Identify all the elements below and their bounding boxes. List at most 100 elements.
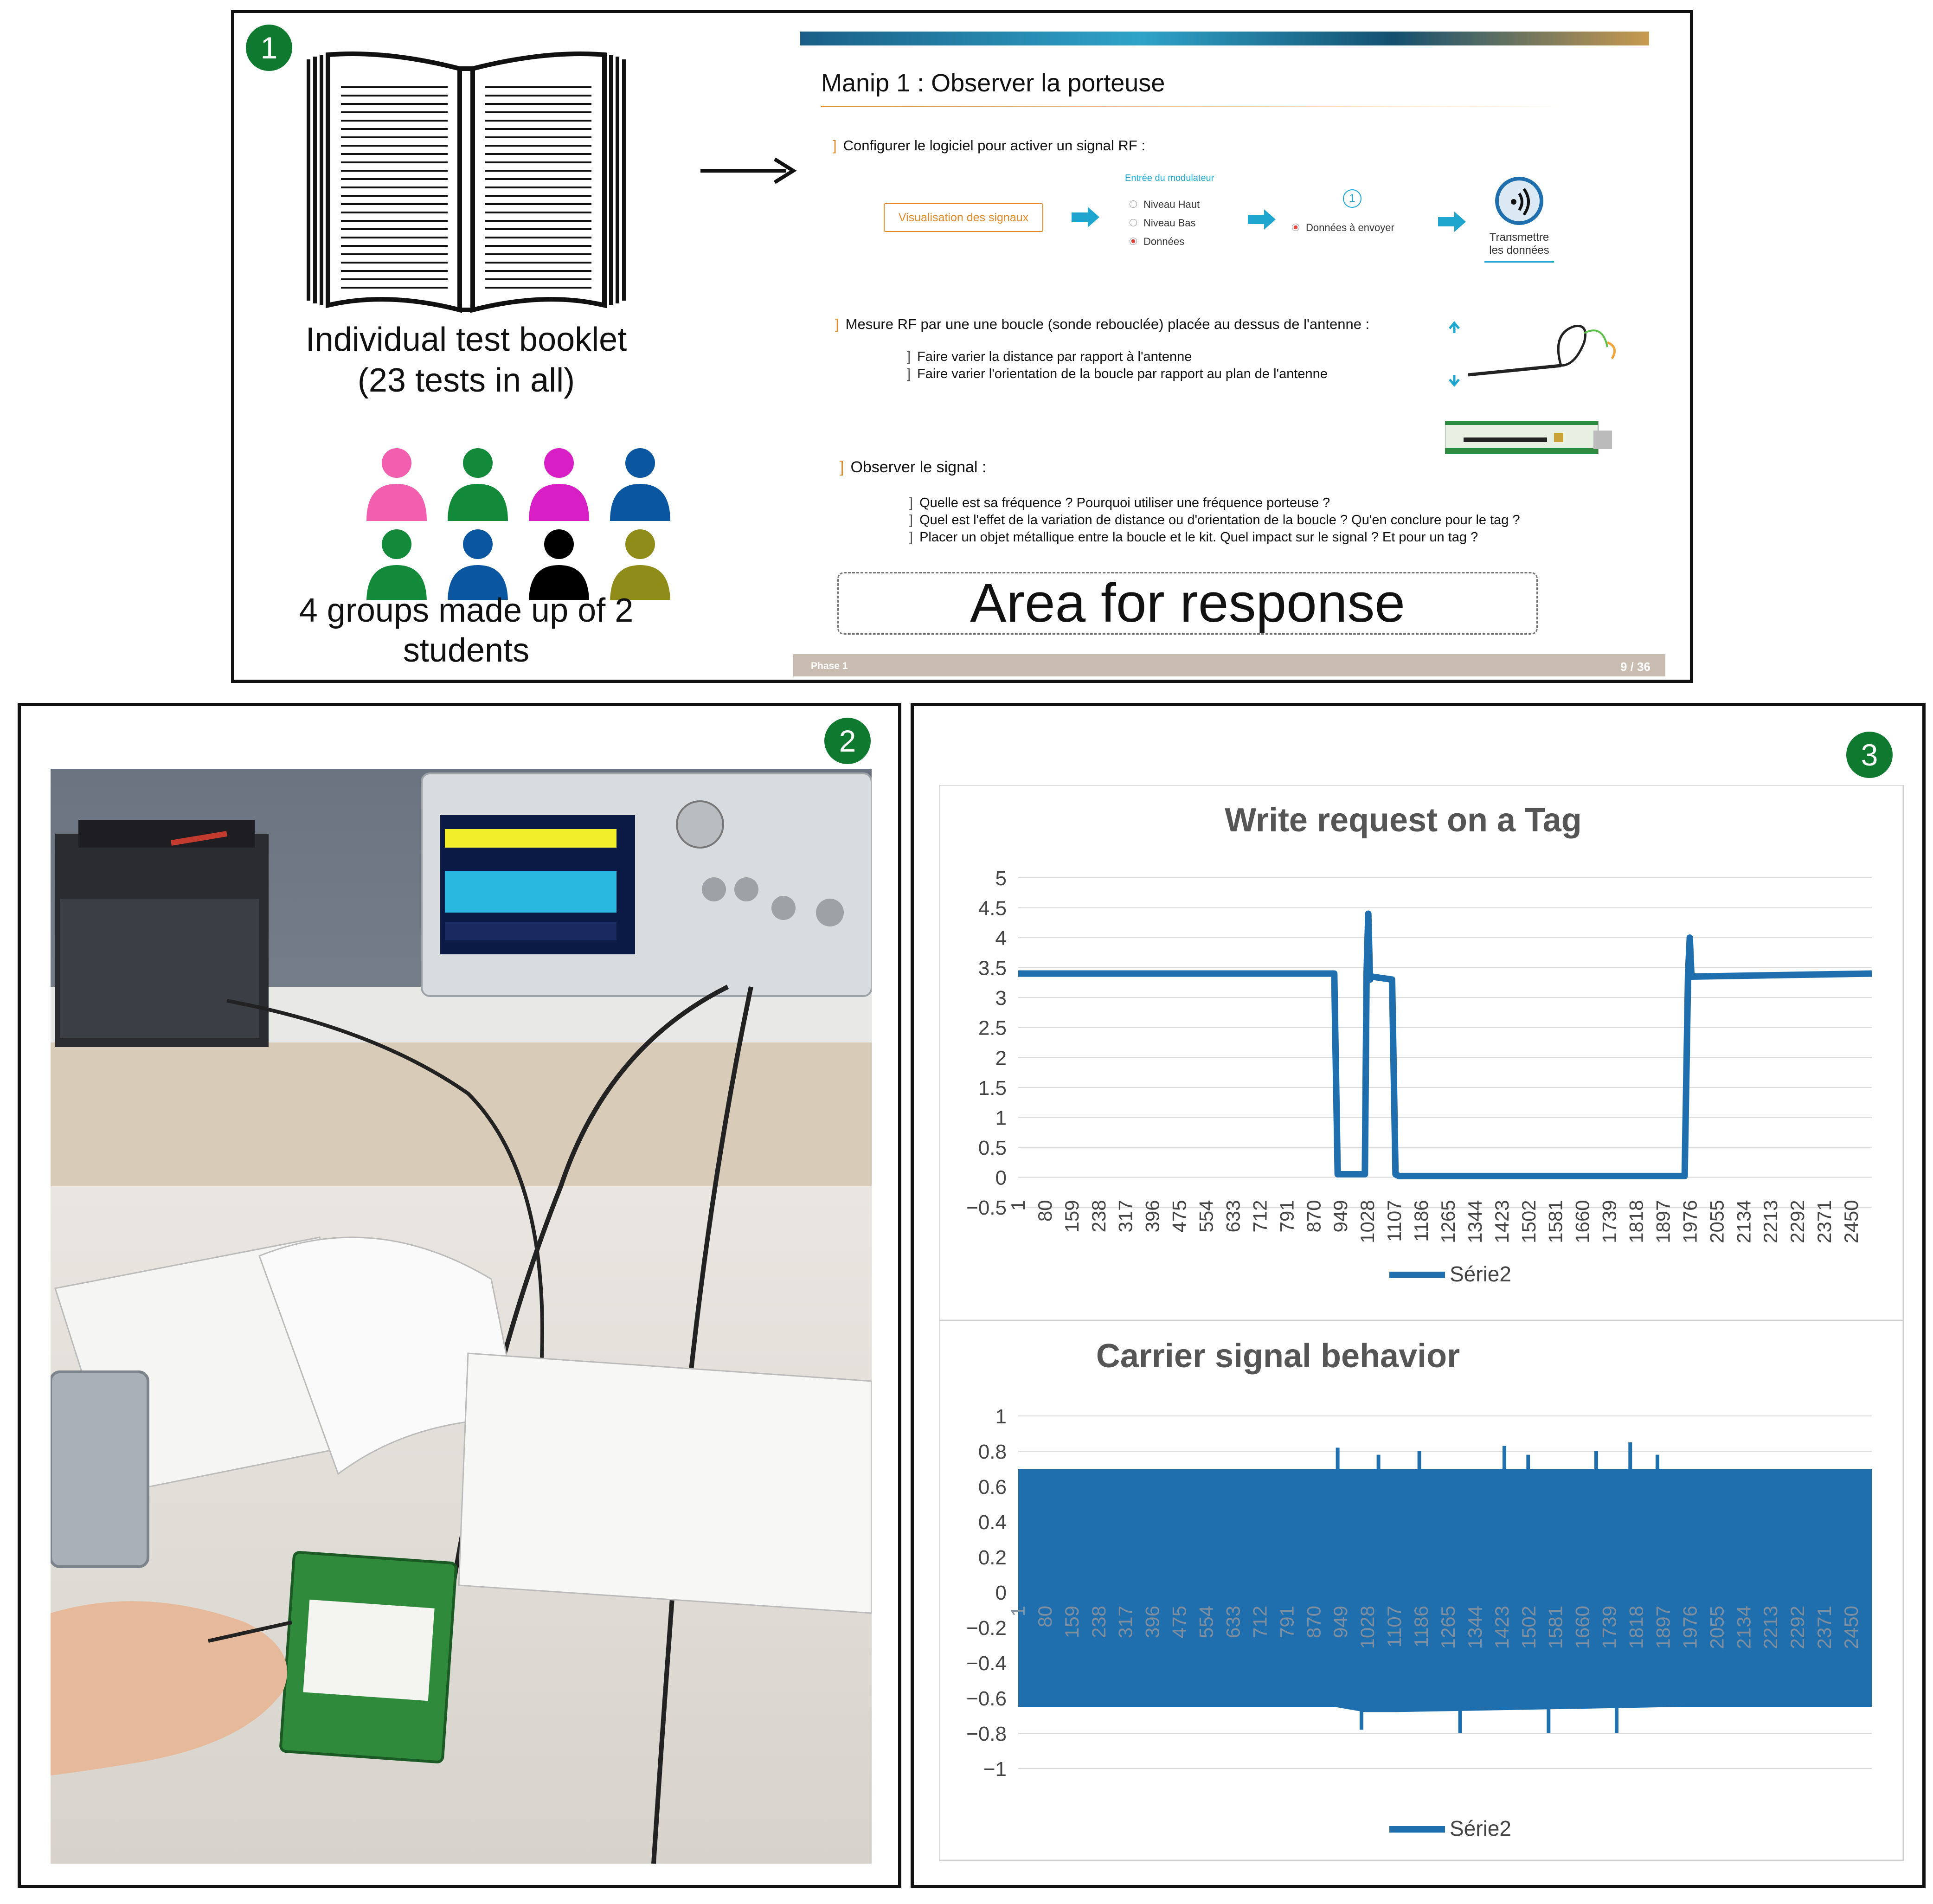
x-tick-label-overlay: 159	[1061, 1606, 1083, 1638]
person-body	[366, 484, 427, 521]
section-2-item-2: ]Faire varier l'orientation de la boucle…	[907, 367, 1328, 381]
panel-1-badge: 1	[246, 25, 292, 71]
y-tick-label: 5	[995, 867, 1007, 890]
x-tick-label-overlay: 475	[1169, 1606, 1190, 1638]
arrow-icon-1	[1072, 207, 1099, 227]
x-tick-label-overlay: 791	[1276, 1606, 1297, 1638]
slide-section-3: ]Observer le signal :	[840, 458, 987, 476]
groups-caption-line-1: 4 groups made up of 2	[299, 592, 634, 629]
groups-caption: 4 groups made up of 2 students	[295, 591, 638, 670]
x-tick-label-overlay: 1897	[1652, 1606, 1674, 1649]
person-icon	[366, 529, 427, 600]
x-tick-label: 1897	[1652, 1200, 1674, 1243]
y-tick-label: −0.5	[966, 1196, 1007, 1219]
section-3-item-3: ]Placer un objet métallique entre la bou…	[909, 530, 1478, 545]
x-tick-label-overlay: 949	[1329, 1606, 1351, 1638]
probe-loop-illustration	[1449, 321, 1616, 387]
radio-donnees-a-envoyer[interactable]: Données à envoyer	[1292, 222, 1394, 234]
radio-group: Niveau Haut Niveau Bas Données	[1130, 199, 1200, 247]
x-tick-label: 1423	[1491, 1200, 1513, 1243]
x-tick-label-overlay: 1	[1007, 1606, 1029, 1616]
charts-canvas: Write request on a Tag−0.500.511.522.533…	[939, 785, 1904, 1861]
person-head	[382, 529, 411, 559]
step-number-badge: 1	[1343, 189, 1361, 208]
visualisation-button[interactable]: Visualisation des signaux	[884, 203, 1043, 232]
y-tick-label: 1	[995, 1106, 1007, 1129]
person-icon	[610, 529, 670, 600]
x-tick-label: 2371	[1813, 1200, 1835, 1243]
x-tick-label-overlay: 317	[1115, 1606, 1137, 1638]
footer-page-number: 9 / 36	[1620, 660, 1650, 674]
person-icon	[610, 448, 670, 521]
modulator-heading: Entrée du modulateur	[1125, 173, 1214, 183]
transmit-button[interactable]: Transmettre les données	[1482, 173, 1556, 270]
person-icon	[448, 529, 508, 600]
lab-photo-illustration	[51, 769, 872, 1864]
x-tick-label-overlay: 2450	[1840, 1606, 1862, 1649]
x-tick-label-overlay: 80	[1034, 1606, 1056, 1627]
x-tick-label: 2450	[1840, 1200, 1862, 1243]
person-icon	[529, 529, 589, 600]
radio-donnees[interactable]: Données	[1130, 236, 1200, 248]
x-tick-label: 1186	[1410, 1200, 1432, 1241]
y-tick-label: 0.4	[978, 1511, 1007, 1534]
person-head	[463, 529, 493, 559]
x-tick-label: 317	[1115, 1200, 1137, 1232]
rfid-board-illustration	[1445, 421, 1612, 454]
radio-niveau-haut[interactable]: Niveau Haut	[1130, 199, 1200, 211]
x-tick-label: 712	[1249, 1200, 1271, 1232]
y-tick-label: 3.5	[978, 957, 1007, 980]
x-tick-label: 2213	[1760, 1200, 1781, 1243]
x-tick-label-overlay: 1028	[1356, 1606, 1378, 1649]
wireless-icon	[1495, 177, 1543, 225]
radio-niveau-bas[interactable]: Niveau Bas	[1130, 217, 1200, 229]
x-tick-label: 1976	[1679, 1200, 1701, 1243]
y-tick-label: 2.5	[978, 1017, 1007, 1040]
x-tick-label-overlay: 1502	[1518, 1606, 1540, 1649]
section-3-item-2: ]Quel est l'effet de la variation de dis…	[909, 513, 1520, 527]
y-tick-label: −1	[983, 1758, 1007, 1781]
chart-title: Carrier signal behavior	[1096, 1338, 1460, 1375]
x-tick-label-overlay: 633	[1222, 1606, 1244, 1638]
y-tick-label: −0.8	[966, 1723, 1007, 1745]
slide-footer: Phase 1 9 / 36	[793, 654, 1665, 676]
slide-title-underline	[821, 106, 1563, 107]
x-tick-label: 1028	[1356, 1200, 1378, 1243]
y-tick-label: 0	[995, 1166, 1007, 1189]
transmit-label: Transmettre les données	[1489, 231, 1549, 257]
slide-section-2: ]Mesure RF par une une boucle (sonde reb…	[835, 316, 1370, 332]
y-tick-label: 0	[995, 1582, 1007, 1604]
x-tick-label-overlay: 870	[1303, 1606, 1324, 1638]
section-3-item-1: ]Quelle est sa fréquence ? Pourquoi util…	[909, 495, 1330, 510]
y-tick-label: 3	[995, 987, 1007, 1010]
x-tick-label: 475	[1169, 1200, 1190, 1232]
x-tick-label-overlay: 2213	[1760, 1606, 1781, 1649]
person-head	[382, 448, 411, 478]
y-tick-label: 0.2	[978, 1546, 1007, 1569]
panel-2-badge: 2	[824, 718, 871, 764]
y-tick-label: 0.8	[978, 1441, 1007, 1463]
booklet-caption-line-2: (23 tests in all)	[357, 362, 575, 399]
person-body	[529, 565, 589, 600]
x-tick-label: 1502	[1518, 1200, 1540, 1243]
footer-phase: Phase 1	[811, 661, 848, 671]
person-head	[544, 448, 574, 478]
x-tick-label-overlay: 712	[1249, 1606, 1271, 1638]
x-tick-label: 1660	[1572, 1200, 1593, 1243]
person-icon	[448, 448, 508, 521]
person-body	[366, 565, 427, 600]
x-tick-label-overlay: 1976	[1679, 1606, 1701, 1649]
x-tick-label-overlay: 2055	[1706, 1606, 1727, 1649]
x-tick-label: 633	[1222, 1200, 1244, 1232]
x-tick-label-overlay: 1186	[1410, 1606, 1432, 1647]
person-head	[625, 448, 655, 478]
x-tick-label-overlay: 2134	[1733, 1606, 1754, 1649]
x-tick-label: 2134	[1733, 1200, 1754, 1243]
x-tick-label-overlay: 1581	[1545, 1606, 1567, 1649]
panel-test-booklet: 1 Individual test booklet (23 tests in a…	[231, 10, 1693, 683]
section-2-item-1: ]Faire varier la distance par rapport à …	[907, 349, 1192, 364]
response-area[interactable]: Area for response	[837, 572, 1538, 635]
x-tick-label: 2055	[1706, 1200, 1727, 1243]
slide-banner	[800, 32, 1649, 45]
x-tick-label: 791	[1276, 1200, 1297, 1232]
